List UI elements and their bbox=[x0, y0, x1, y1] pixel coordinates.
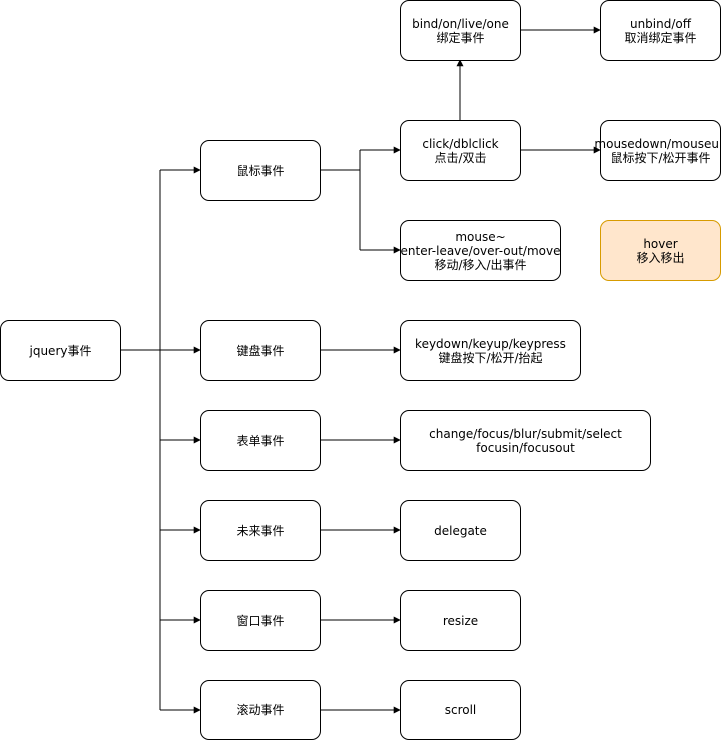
node-label-line: unbind/off bbox=[629, 16, 692, 31]
node-label-line: 键盘事件 bbox=[236, 343, 285, 358]
node-label-line: jquery事件 bbox=[29, 343, 92, 358]
node-label-line: resize bbox=[442, 613, 479, 628]
node-form-events: 表单事件 bbox=[200, 410, 321, 471]
node-label-line: mousedown/mouseup bbox=[594, 136, 721, 151]
node-label-line: 窗口事件 bbox=[236, 613, 285, 628]
node-label-line: 取消绑定事件 bbox=[624, 30, 697, 45]
node-label-line: keydown/keyup/keypress bbox=[415, 336, 566, 351]
node-future-events: 未来事件 bbox=[200, 500, 321, 561]
node-label-line: 绑定事件 bbox=[436, 30, 485, 45]
node-delegate: delegate bbox=[400, 500, 521, 561]
node-label-line: 点击/双击 bbox=[434, 150, 487, 165]
node-label-line: 移动/移入/出事件 bbox=[434, 257, 527, 272]
node-label-line: delegate bbox=[434, 523, 487, 538]
node-label-line: 未来事件 bbox=[236, 523, 285, 538]
node-label-line: mouse~ bbox=[455, 229, 506, 244]
node-jquery-events: jquery事件 bbox=[0, 320, 121, 381]
node-window-events: 窗口事件 bbox=[200, 590, 321, 651]
node-label-line: change/focus/blur/submit/select bbox=[429, 426, 622, 441]
node-label-line: focusin/focusout bbox=[476, 440, 575, 455]
node-keyboard-events: 键盘事件 bbox=[200, 320, 321, 381]
node-label-line: bind/on/live/one bbox=[412, 16, 509, 31]
node-scroll-events: 滚动事件 bbox=[200, 680, 321, 740]
node-label-line: hover bbox=[643, 236, 678, 251]
node-label-line: click/dblclick bbox=[422, 136, 499, 151]
node-label-line: enter-leave/over-out/move bbox=[400, 243, 561, 258]
node-scroll: scroll bbox=[400, 680, 521, 740]
node-label-line: 表单事件 bbox=[236, 433, 285, 448]
node-resize: resize bbox=[400, 590, 521, 651]
node-label-line: 鼠标事件 bbox=[236, 163, 285, 178]
node-label-line: 鼠标按下/松开事件 bbox=[610, 150, 711, 165]
node-label-line: 滚动事件 bbox=[236, 703, 285, 717]
node-label-line: scroll bbox=[444, 703, 477, 717]
node-label-line: 键盘按下/松开/抬起 bbox=[438, 350, 543, 365]
node-mouse-events: 鼠标事件 bbox=[200, 140, 321, 201]
node-label-line: 移入移出 bbox=[636, 250, 685, 265]
